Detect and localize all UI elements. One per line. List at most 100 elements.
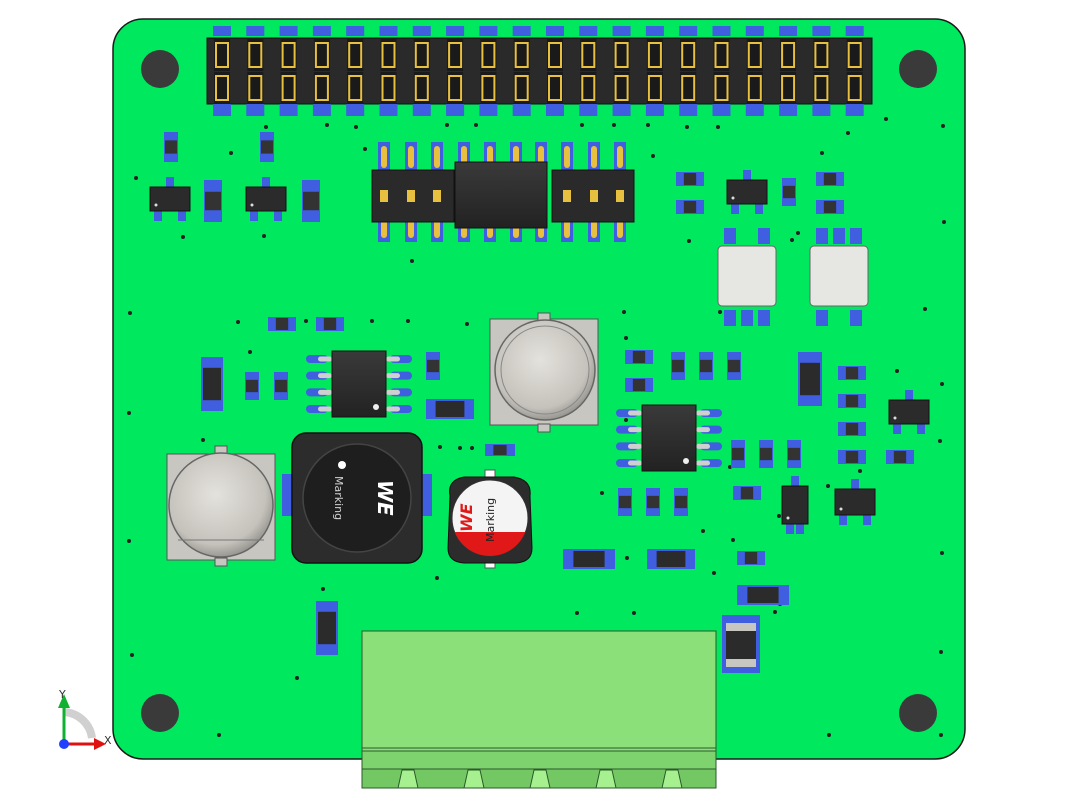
lead [386, 389, 400, 395]
header-pin [548, 42, 562, 68]
lead [318, 356, 332, 362]
header-pin [215, 42, 229, 68]
via [304, 319, 308, 323]
pad [755, 202, 763, 214]
sot-body [834, 488, 876, 516]
header-socket [280, 72, 297, 104]
via [624, 418, 628, 422]
chip-body [728, 359, 740, 373]
chip-body [647, 495, 659, 509]
lead [696, 427, 710, 433]
pin-header-middle [371, 142, 635, 242]
pin1-dot [154, 203, 158, 207]
via [354, 125, 358, 129]
pad [893, 422, 901, 434]
pad [745, 104, 764, 116]
header-pin [348, 42, 363, 68]
header-socket [447, 72, 464, 104]
header-pin [248, 42, 263, 68]
header-socket [680, 39, 697, 71]
header-pin [614, 42, 629, 68]
pin [564, 146, 570, 168]
pad [213, 26, 231, 36]
chip-body [427, 359, 439, 373]
pin [617, 146, 623, 168]
via [262, 234, 266, 238]
chip-body [275, 318, 289, 330]
chip-body [275, 379, 287, 393]
smd-capacitor-right [722, 615, 760, 673]
header-pin [847, 75, 862, 101]
header-socket [846, 39, 863, 71]
sot-body [888, 399, 930, 425]
sot-body [781, 485, 809, 525]
header-socket [347, 72, 364, 104]
lead [318, 389, 332, 395]
lead [386, 356, 400, 362]
header-socket [713, 72, 730, 104]
header-socket [280, 39, 297, 71]
pad [812, 26, 831, 36]
sot-body [245, 186, 287, 212]
pad [745, 26, 764, 36]
header-pin [381, 42, 396, 68]
header-pin [314, 42, 329, 68]
via [646, 123, 650, 127]
pin [433, 190, 441, 202]
chip-body [672, 359, 684, 373]
header-pin [281, 75, 296, 101]
chip-body [632, 379, 646, 391]
header-body [206, 37, 873, 105]
pad [712, 104, 731, 116]
header-pin [814, 75, 829, 101]
via [229, 151, 233, 155]
header-pin [448, 42, 463, 68]
chip-body [732, 447, 744, 461]
via [716, 125, 720, 129]
capacitor-logo: WE [457, 503, 476, 532]
header-pin [414, 75, 429, 101]
via [820, 151, 824, 155]
via [248, 350, 252, 354]
pad [779, 26, 798, 36]
via [474, 123, 478, 127]
via [325, 123, 329, 127]
via [363, 147, 367, 151]
pin [434, 146, 440, 168]
round-capacitor: WE Marking [447, 469, 533, 569]
via [826, 484, 830, 488]
via [580, 123, 584, 127]
header-socket [247, 39, 264, 71]
header-socket [513, 39, 530, 71]
via [942, 220, 946, 224]
header-pin [681, 75, 696, 101]
header-socket [380, 72, 397, 104]
via [884, 117, 888, 121]
pad [346, 104, 365, 116]
sot-body [149, 186, 191, 212]
pad [512, 26, 531, 36]
pad [679, 26, 698, 36]
pad [917, 422, 925, 434]
via [895, 369, 899, 373]
via [600, 491, 604, 495]
via [712, 571, 716, 575]
terminal-pins [397, 769, 683, 789]
chip-body [744, 552, 758, 564]
pin1-dot [839, 507, 843, 511]
pad [479, 26, 498, 36]
via [827, 733, 831, 737]
via [470, 446, 474, 450]
pad [863, 513, 871, 525]
pin [616, 190, 624, 202]
chip-body [323, 318, 337, 330]
via [438, 445, 442, 449]
pad [779, 104, 798, 116]
header-socket [646, 72, 663, 104]
via [858, 469, 862, 473]
via [938, 439, 942, 443]
header-pin [448, 75, 463, 101]
pad [743, 170, 751, 182]
pad [246, 104, 265, 116]
pad [612, 104, 631, 116]
